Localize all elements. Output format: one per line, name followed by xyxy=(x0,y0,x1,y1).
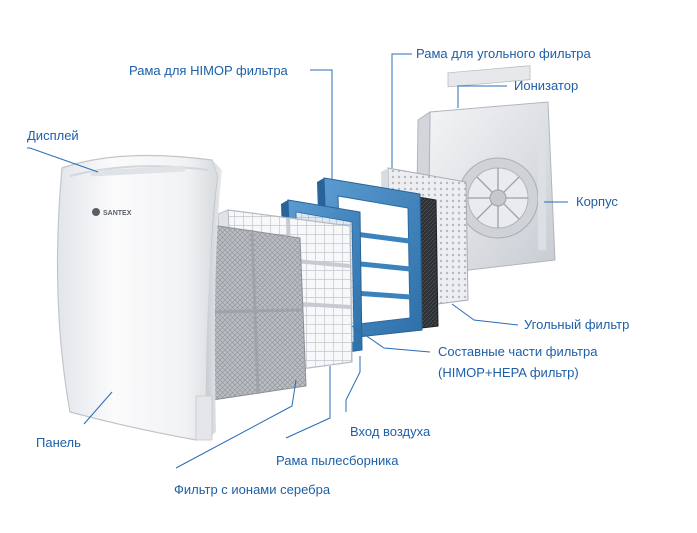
leader-display xyxy=(27,147,99,173)
leader-panel xyxy=(83,391,113,425)
label-himop-frame: Рама для HIMOP фильтра xyxy=(129,63,288,78)
label-panel: Панель xyxy=(36,435,81,450)
leader-dust-frame xyxy=(285,366,331,439)
label-display: Дисплей xyxy=(27,128,79,143)
leader-filter-parts xyxy=(351,325,431,353)
label-filter-parts-line2: (HIMOP+HEPA фильтр) xyxy=(438,365,579,380)
front-panel-icon xyxy=(56,154,222,441)
leader-lines xyxy=(27,53,568,469)
label-housing: Корпус xyxy=(576,194,618,209)
svg-text:SANTEX: SANTEX xyxy=(103,210,132,217)
leader-himop-frame xyxy=(310,69,333,180)
leader-carbon-filter xyxy=(451,303,519,326)
label-carbon-frame: Рама для угольного фильтра xyxy=(416,46,591,61)
label-dust-frame: Рама пылесборника xyxy=(276,453,399,468)
label-silver-filter: Фильтр с ионами серебра xyxy=(174,482,331,497)
label-carbon-filter: Угольный фильтр xyxy=(524,317,630,332)
brand-logo: SANTEX xyxy=(92,208,132,217)
label-ionizer: Ионизатор xyxy=(514,78,579,93)
leader-silver-filter xyxy=(175,379,297,469)
leader-carbon-frame xyxy=(391,53,412,168)
label-air-inlet: Вход воздуха xyxy=(350,424,431,439)
label-filter-parts-line1: Составные части фильтра xyxy=(438,344,598,359)
leader-ionizer xyxy=(457,85,507,108)
leader-air-inlet xyxy=(345,356,361,412)
